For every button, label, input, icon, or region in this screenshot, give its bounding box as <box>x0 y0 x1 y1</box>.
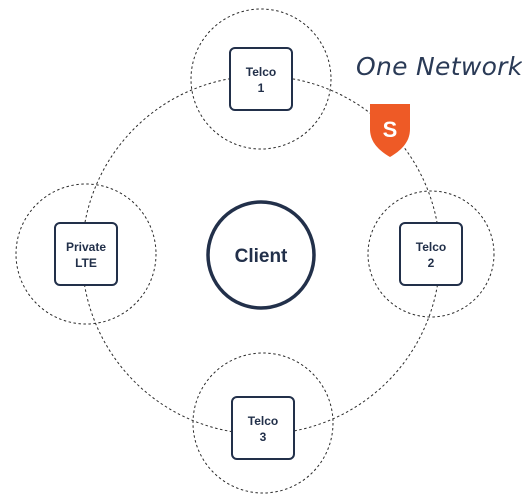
telco-3-label-line1: Telco <box>248 414 278 428</box>
telco-1-halo <box>190 8 332 150</box>
private-lte-label-line2: LTE <box>75 256 97 270</box>
telco-1-box <box>229 47 293 111</box>
private-lte-box <box>54 222 118 286</box>
private-lte-label-line1: Private <box>66 240 106 254</box>
telco-2-box <box>399 222 463 286</box>
telco-3-box <box>231 396 295 460</box>
client-circle <box>206 200 316 310</box>
telco-1-label-line2: 1 <box>258 81 265 95</box>
brand-name: One Network <box>356 52 522 81</box>
shield-letter: S <box>383 117 398 142</box>
client-label: Client <box>235 246 288 267</box>
private-lte-halo <box>15 183 157 325</box>
telco-3-halo <box>192 352 334 494</box>
telco-2-halo <box>367 190 495 318</box>
shield-icon: S <box>370 104 410 157</box>
telco-2-label-line1: Telco <box>416 240 446 254</box>
telco-1-label-line1: Telco <box>246 65 276 79</box>
telco-3-label-line2: 3 <box>260 430 267 444</box>
telco-2-label-line2: 2 <box>428 256 435 270</box>
